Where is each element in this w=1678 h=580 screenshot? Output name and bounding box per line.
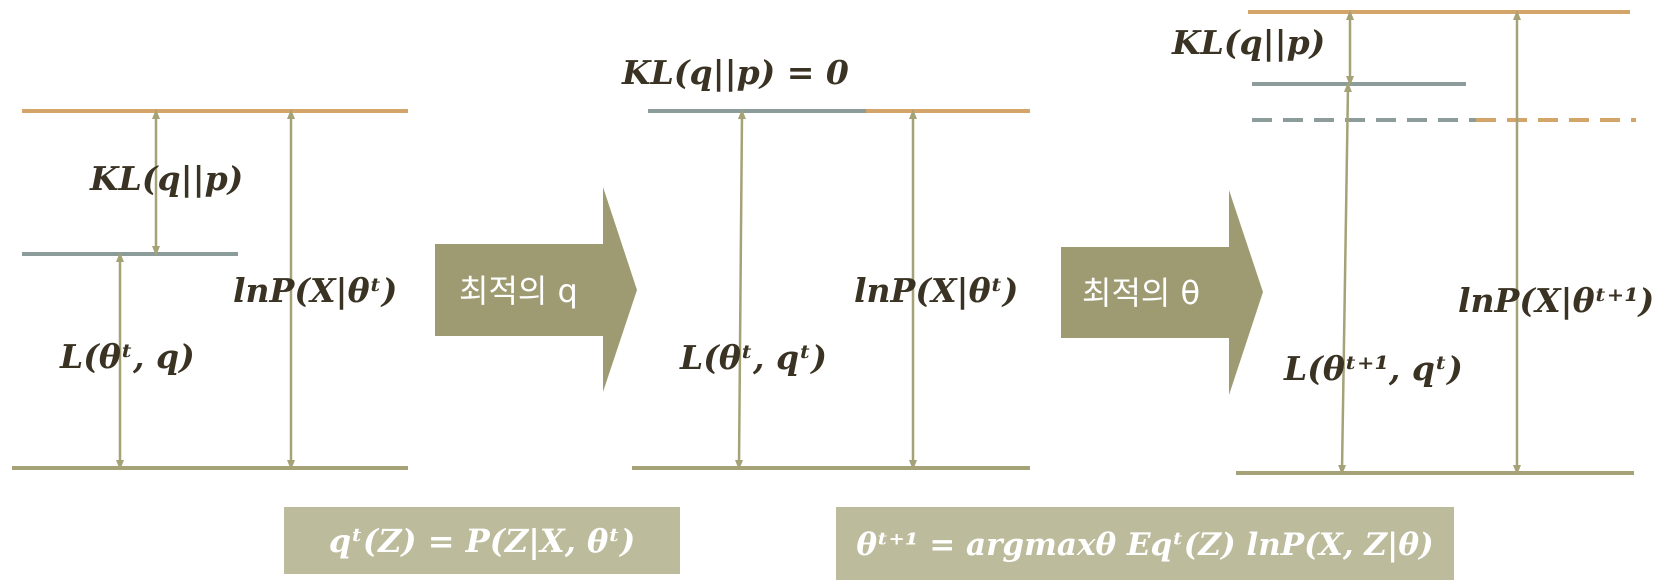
panel3-lower-bound-label: L(θᵗ⁺¹, qᵗ) [1283,349,1463,388]
panel-3: KL(q||p) L(θᵗ⁺¹, qᵗ) lnP(X|θᵗ⁺¹) [1171,9,1654,475]
m-step-formula-box: θᵗ⁺¹ = argmaxθ Eqᵗ(Z) lnP(X, Z|θ) [836,507,1454,580]
panel2-log-likelihood-label: lnP(X|θᵗ) [854,271,1018,310]
panel3-lower-bound-arrow [1338,82,1352,475]
panel-1: KL(q||p) L(θᵗ, q) lnP(X|θᵗ) [12,109,408,470]
m-step-formula: θᵗ⁺¹ = argmaxθ Eqᵗ(Z) lnP(X, Z|θ) [856,527,1433,563]
panel1-log-likelihood-label: lnP(X|θᵗ) [233,271,397,310]
panel3-kl-label: KL(q||p) [1171,23,1325,62]
step-arrow-optimal-theta: 최적의 θ [1061,190,1263,395]
panel2-lower-bound-label: L(θᵗ, qᵗ) [679,338,827,377]
panel-2: KL(q||p) = 0 L(θᵗ, qᵗ) lnP(X|θᵗ) [621,53,1030,470]
panel2-lower-bound-arrow [735,109,746,470]
e-step-formula-box: qᵗ(Z) = P(Z|X, θᵗ) [284,507,680,574]
arrow1-label: 최적의 q [459,272,578,310]
arrow2-shape [1061,190,1263,395]
panel1-lower-bound-label: L(θᵗ, q) [59,337,195,376]
m-step-box [836,507,1454,580]
step-arrow-optimal-q: 최적의 q [435,187,637,392]
e-step-formula: qᵗ(Z) = P(Z|X, θᵗ) [329,522,636,560]
e-step-box [284,507,680,574]
arrow2-label: 최적의 θ [1082,274,1200,312]
panel2-kl-zero-label: KL(q||p) = 0 [621,53,849,92]
panel1-kl-label: KL(q||p) [89,159,243,198]
panel3-log-likelihood-label: lnP(X|θᵗ⁺¹) [1458,281,1654,320]
arrow1-shape [435,187,637,392]
